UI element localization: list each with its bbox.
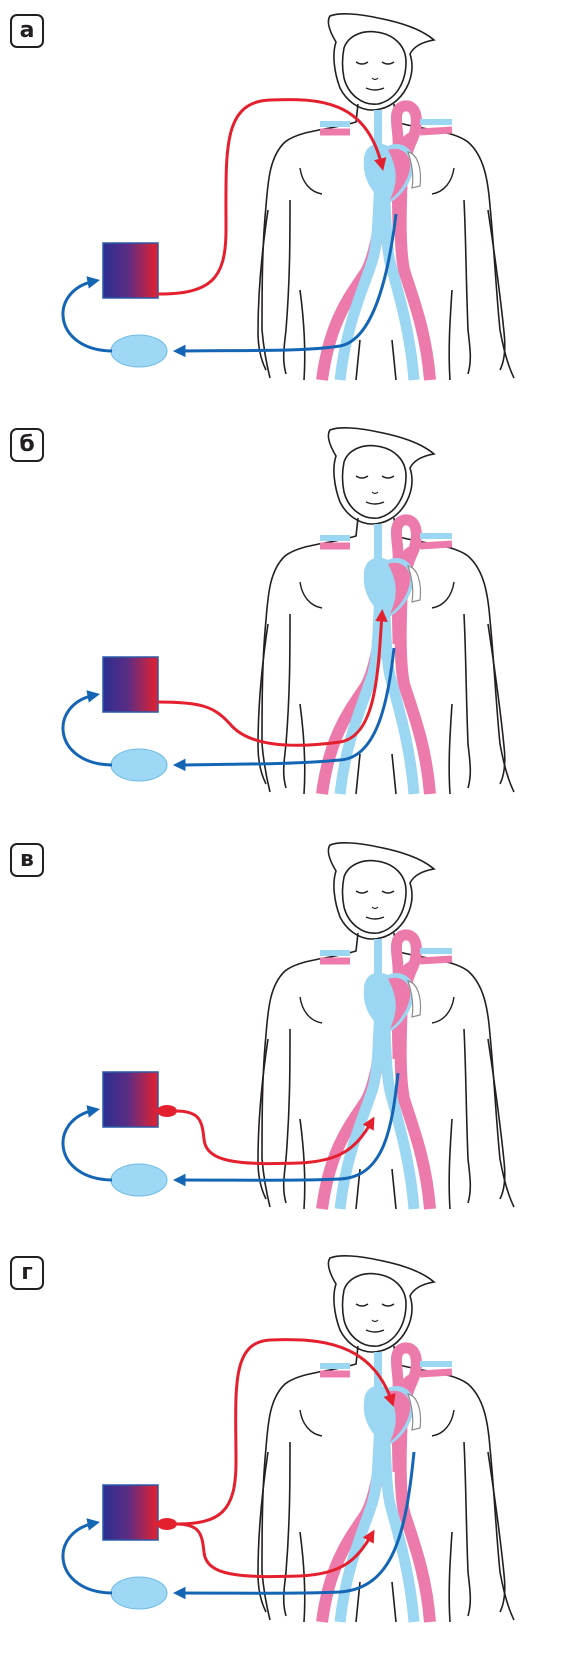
connector-icon bbox=[157, 1518, 177, 1530]
circulation-diagram-v bbox=[0, 829, 561, 1242]
connector-icon bbox=[157, 1105, 177, 1117]
panel-b: б bbox=[0, 414, 561, 827]
oxygenator-icon bbox=[103, 1072, 158, 1127]
arterial-return-line bbox=[158, 614, 382, 745]
oxygenator-icon bbox=[103, 243, 158, 298]
panel-label-a: а bbox=[10, 14, 44, 48]
arterial-return-line-upper bbox=[176, 1340, 392, 1524]
panel-label-g: г bbox=[10, 1256, 44, 1290]
pump-icon bbox=[111, 1164, 167, 1196]
human-figure-icon bbox=[258, 14, 514, 380]
circulation-diagram-b bbox=[0, 414, 561, 827]
circulation-diagram-g bbox=[0, 1242, 561, 1655]
oxygenator-icon bbox=[103, 657, 158, 712]
panel-label-v: в bbox=[10, 843, 44, 877]
human-figure-icon bbox=[258, 428, 514, 794]
pump-icon bbox=[111, 1577, 167, 1609]
panel-v: в bbox=[0, 829, 561, 1242]
panel-g: г bbox=[0, 1242, 561, 1655]
pump-icon bbox=[111, 749, 167, 781]
panel-label-b: б bbox=[10, 428, 44, 462]
panel-a: а bbox=[0, 0, 561, 413]
human-figure-icon bbox=[258, 843, 514, 1209]
pump-icon bbox=[111, 335, 167, 367]
oxygenator-icon bbox=[103, 1485, 158, 1540]
circulation-diagram-a bbox=[0, 0, 561, 413]
